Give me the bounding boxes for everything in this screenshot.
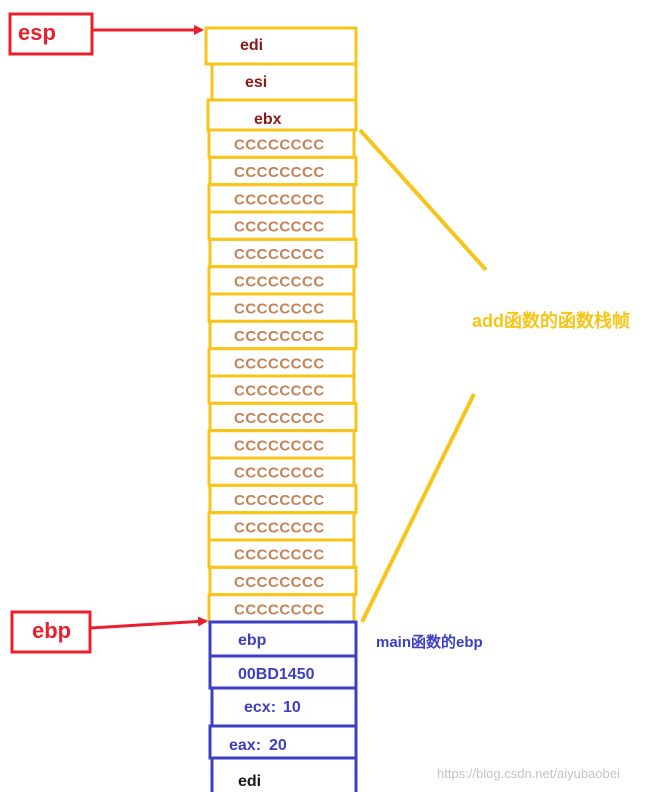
stack-cell-fill-label: CCCCCCCC [234, 219, 325, 236]
stack-cell-return-address-label: 00BD1450 [238, 666, 315, 683]
stack-cell-ecx-value: 10 [283, 699, 301, 716]
stack-cell-fill-label: CCCCCCCC [234, 273, 325, 290]
add-frame-bracket: add函数的函数栈帧 [358, 128, 630, 623]
stack-cell-eax-label: eax: [229, 737, 261, 754]
stack-cell-main-edi-label: edi [238, 773, 261, 790]
ebp-pointer: ebp [10, 610, 208, 654]
stack-cell-fill-label: CCCCCCCC [234, 328, 325, 345]
stack-cell-main-ebp [208, 620, 358, 658]
bracket-line-top [358, 128, 488, 272]
esp-label-box [8, 12, 94, 56]
esp-pointer: esp [8, 12, 204, 56]
watermark: https://blog.csdn.net/aiyubaobei [437, 766, 620, 781]
stack-cell-fill-label: CCCCCCCC [234, 246, 325, 263]
ebp-arrow [89, 616, 208, 630]
main-ebp-label: main函数的ebp [376, 633, 483, 651]
stack-cell-fill-label: CCCCCCCC [234, 383, 325, 400]
stack-cell-esi-label: esi [245, 74, 267, 91]
ebp-label-box [10, 610, 92, 654]
stack-cell-fill-label: CCCCCCCC [234, 191, 325, 208]
stack-cell-fill-label: CCCCCCCC [234, 437, 325, 454]
stack-cell-main-edi [210, 756, 358, 792]
add-frame-fill-cells: CCCCCCCC CCCCCCCC CCCCCCCC CCCCCCCC CCCCCCCC… [207, 128, 358, 624]
stack-cell-fill-label: CCCCCCCC [234, 519, 325, 536]
stack-cell-main-ebp-label: ebp [238, 632, 267, 649]
stack-cell-edi [204, 26, 358, 66]
stack-cell-fill-label: CCCCCCCC [234, 547, 325, 564]
main-frame-cells: ebp 00BD1450 ecx: 10 eax: 20 edi [208, 620, 358, 792]
stack-cell-edi-label: edi [240, 37, 263, 54]
add-frame-top-cells: edi esi ebx [204, 26, 358, 132]
stack-cell-fill-label: CCCCCCCC [234, 301, 325, 318]
stack-cell-fill-label: CCCCCCCC [234, 137, 325, 154]
stack-cell-ebx-label: ebx [254, 111, 282, 128]
stack-cell-fill-label: CCCCCCCC [234, 410, 325, 427]
stack-cell-fill-label: CCCCCCCC [234, 601, 325, 618]
stack-cell-ebx [206, 98, 358, 132]
stack-cell-fill-label: CCCCCCCC [234, 465, 325, 482]
stack-cell-esi [210, 62, 358, 102]
stack-cell-fill-label: CCCCCCCC [234, 492, 325, 509]
esp-label: esp [18, 20, 56, 45]
ebp-label: ebp [32, 618, 71, 643]
stack-cell-ecx-label: ecx: [244, 699, 276, 716]
stack-cell-eax-value: 20 [269, 737, 287, 754]
add-frame-label: add函数的函数栈帧 [472, 310, 630, 331]
stack-cell-fill-label: CCCCCCCC [234, 355, 325, 372]
stack-cell-fill-label: CCCCCCCC [234, 574, 325, 591]
stack-cell-fill-label: CCCCCCCC [234, 164, 325, 181]
bracket-line-bottom [360, 393, 476, 623]
